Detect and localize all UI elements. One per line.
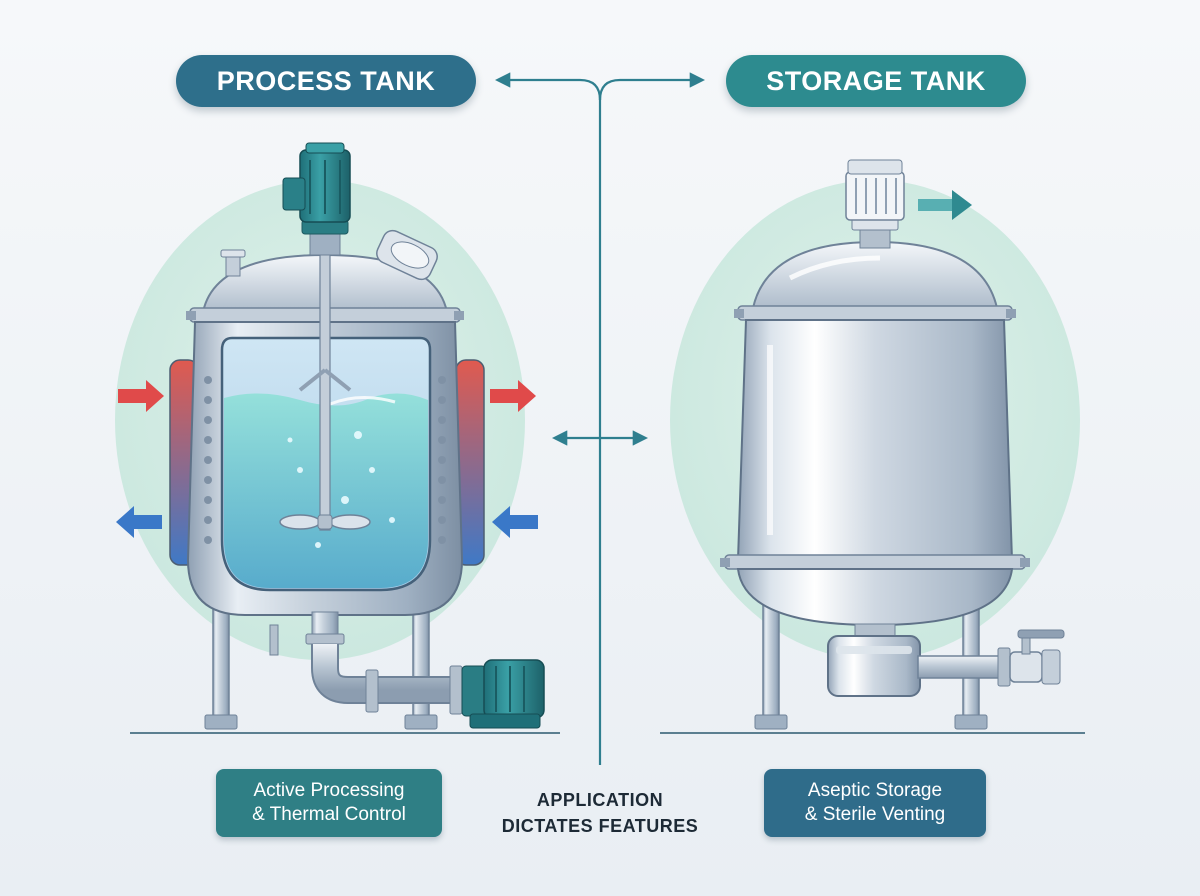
- process-tank: [169, 142, 545, 730]
- center-label-line: DICTATES FEATURES: [501, 816, 699, 836]
- storage-caption-line: & Sterile Venting: [804, 804, 946, 825]
- storage-tank: [720, 159, 1065, 730]
- hot-inlet-arrow-icon: [118, 380, 164, 412]
- storage-tank-title: STORAGE TANK: [726, 55, 1026, 107]
- process-caption: Active Processing & Thermal Control: [216, 769, 442, 837]
- cold-inlet-arrow-icon: [492, 506, 538, 538]
- storage-caption: Aseptic Storage & Sterile Venting: [764, 769, 986, 837]
- center-connector: [494, 72, 706, 765]
- storage-caption-line: Aseptic Storage: [807, 780, 943, 801]
- process-tank-title: PROCESS TANK: [176, 55, 476, 107]
- hot-outlet-arrow-icon: [490, 380, 536, 412]
- vent-filter-icon: [845, 159, 905, 249]
- jacket-perforations: [204, 376, 446, 544]
- process-caption-line: Active Processing: [253, 780, 405, 801]
- agitator-icon: [279, 239, 371, 531]
- manway-icon: [376, 229, 438, 281]
- center-label: APPLICATION DICTATES FEATURES: [480, 787, 720, 839]
- cold-outlet-arrow-icon: [116, 506, 162, 538]
- vent-flow-arrow-icon: [918, 190, 972, 220]
- center-label-line: APPLICATION: [536, 790, 664, 810]
- pump-icon: [461, 659, 545, 729]
- motor-icon: [282, 142, 351, 256]
- process-caption-line: & Thermal Control: [252, 804, 406, 825]
- valve-icon: [997, 629, 1065, 687]
